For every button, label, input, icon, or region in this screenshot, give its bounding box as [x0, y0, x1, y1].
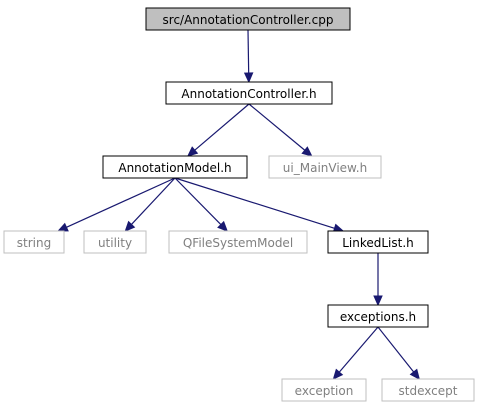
edge-annotation-model-h-to-utility [131, 177, 176, 225]
node-label-annotation-model-h: AnnotationModel.h [118, 161, 231, 175]
node-label-qfilesystemmodel: QFileSystemModel [183, 236, 293, 250]
node-exception: exception [281, 378, 367, 402]
node-linkedlist-h[interactable]: LinkedList.h [327, 230, 429, 254]
node-box-exceptions-h [327, 304, 429, 328]
node-box-exception [281, 378, 367, 402]
edge-exceptions-h-to-exception [338, 326, 379, 373]
node-label-exceptions-h: exceptions.h [340, 310, 416, 324]
node-box-linkedlist-h [327, 230, 429, 254]
node-label-string: string [17, 236, 51, 250]
arrowhead-linkedlist-h-to-exceptions-h [373, 295, 383, 307]
edge-exceptions-h-to-stdexcept [377, 326, 415, 373]
edges-layer [57, 29, 421, 380]
node-box-qfilesystemmodel [168, 230, 308, 254]
arrowhead-exceptions-h-to-stdexcept [409, 368, 421, 380]
edge-annotation-model-h-to-qfilesystemmodel [174, 177, 222, 226]
node-box-string [3, 230, 65, 254]
node-label-stdexcept: stdexcept [399, 384, 458, 398]
node-box-ui-mainview-h [268, 155, 382, 179]
node-box-stdexcept [381, 378, 475, 402]
node-ui-mainview-h: ui_MainView.h [268, 155, 382, 179]
node-annotation-model-h[interactable]: AnnotationModel.h [102, 155, 248, 179]
node-annotation-controller-h[interactable]: AnnotationController.h [165, 81, 333, 105]
arrowhead-annotation-model-h-to-utility [124, 220, 136, 232]
nodes-layer: src/AnnotationController.cppAnnotationCo… [3, 7, 475, 402]
arrowhead-annotation-model-h-to-qfilesystemmodel [217, 220, 229, 232]
edge-annotation-model-h-to-linkedlist-h [174, 177, 335, 229]
node-label-annotation-controller-h: AnnotationController.h [181, 87, 316, 101]
node-label-annotation-controller-cpp: src/AnnotationController.cpp [163, 13, 334, 27]
node-box-annotation-controller-h [165, 81, 333, 105]
node-qfilesystemmodel: QFileSystemModel [168, 230, 308, 254]
node-box-annotation-controller-cpp [145, 7, 351, 31]
node-string: string [3, 230, 65, 254]
node-label-exception: exception [295, 384, 354, 398]
arrowhead-annotation-model-h-to-string [57, 222, 69, 232]
node-label-ui-mainview-h: ui_MainView.h [283, 161, 367, 175]
edge-annotation-model-h-to-string [66, 177, 176, 228]
node-utility: utility [83, 230, 147, 254]
arrowhead-annotation-controller-h-to-ui-mainview-h [301, 146, 313, 157]
edge-annotation-controller-cpp-to-annotation-controller-h [247, 29, 250, 74]
node-annotation-controller-cpp[interactable]: src/AnnotationController.cpp [145, 7, 351, 31]
node-box-annotation-model-h [102, 155, 248, 179]
node-box-utility [83, 230, 147, 254]
arrowhead-annotation-controller-h-to-annotation-model-h [186, 146, 199, 157]
node-label-linkedlist-h: LinkedList.h [342, 236, 414, 250]
edge-annotation-controller-h-to-annotation-model-h [194, 103, 250, 151]
node-exceptions-h[interactable]: exceptions.h [327, 304, 429, 328]
edge-annotation-controller-h-to-ui-mainview-h [248, 103, 306, 151]
node-stdexcept: stdexcept [381, 378, 475, 402]
arrowhead-exceptions-h-to-exception [332, 368, 344, 380]
arrowhead-annotation-controller-cpp-to-annotation-controller-h [243, 72, 254, 84]
node-label-utility: utility [98, 236, 132, 250]
